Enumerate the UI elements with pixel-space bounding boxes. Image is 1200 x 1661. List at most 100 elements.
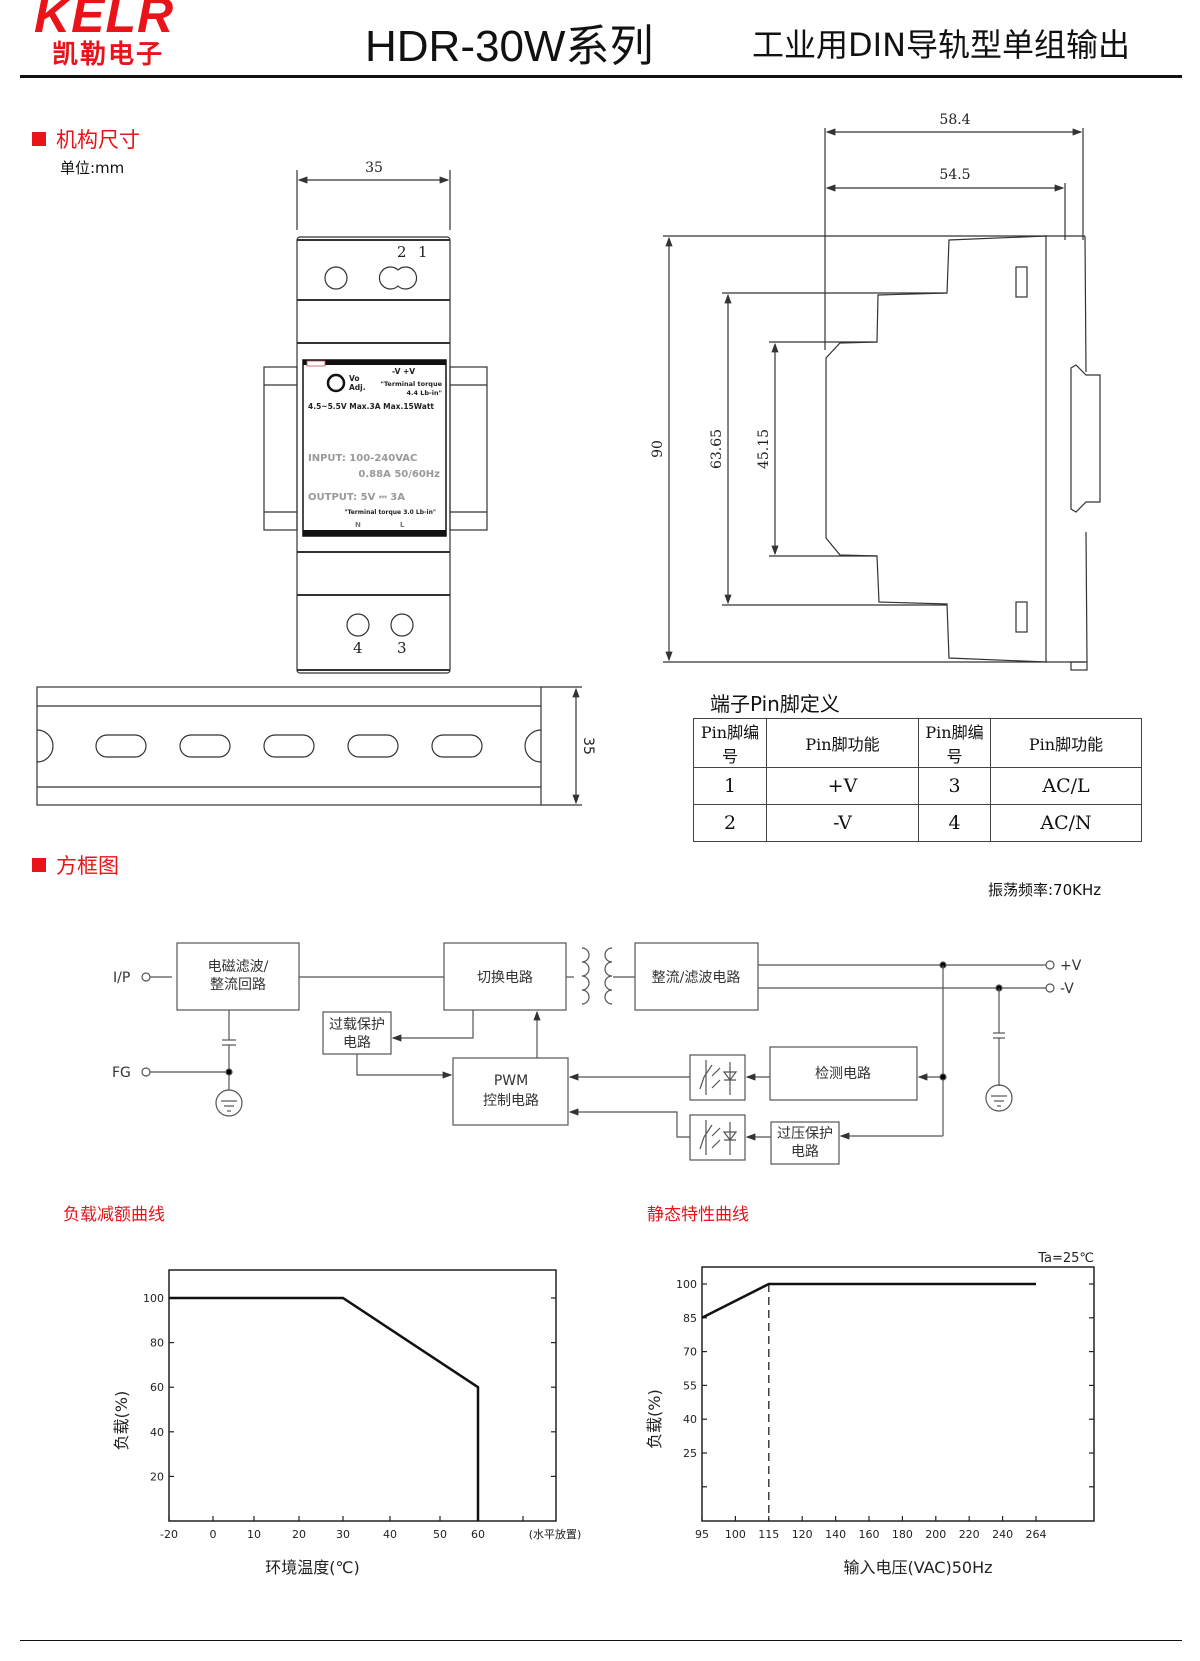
y-tick-label: 100 xyxy=(143,1292,164,1305)
x-axis-label: 环境温度(℃) xyxy=(265,1558,359,1577)
table-cell: +V xyxy=(766,767,919,805)
x-tick-label: 264 xyxy=(1026,1528,1047,1541)
header-divider xyxy=(20,75,1182,78)
logo-chinese: 凯勒电子 xyxy=(52,40,165,70)
static-line xyxy=(701,1282,1036,1319)
x-tick-label: 160 xyxy=(859,1528,880,1541)
section-block-diagram: 方框图 xyxy=(32,850,119,880)
block-label: 控制电路 xyxy=(483,1093,539,1109)
block-label: 过压保护 xyxy=(777,1126,833,1142)
nameplate-text: 0.88A 50/60Hz xyxy=(358,469,440,480)
vminus-label: -V xyxy=(1060,981,1074,997)
section-mechanical: 机构尺寸 xyxy=(32,124,140,154)
derating-chart-title: 负载减额曲线 xyxy=(63,1205,165,1225)
terminal-screw xyxy=(390,613,414,637)
terminal-screw-double xyxy=(378,266,418,290)
nameplate-text: -V +V xyxy=(392,367,415,376)
y-tick-label: 25 xyxy=(683,1447,697,1460)
transformer-primary-icon xyxy=(581,947,590,1005)
derating-line xyxy=(169,1296,480,1521)
optocoupler-icon xyxy=(689,1054,746,1101)
table-header: Pin脚功能 xyxy=(990,718,1142,768)
x-tick-label: 0 xyxy=(210,1528,217,1541)
nameplate-text: Vo xyxy=(349,374,360,383)
table-cell: AC/L xyxy=(990,767,1142,805)
y-tick-label: 85 xyxy=(683,1312,697,1325)
nameplate-text: 4.5~5.5V Max.3A Max.15Watt xyxy=(308,402,434,411)
dim-depth-total: 58.4 xyxy=(939,112,970,128)
block-label: 整流回路 xyxy=(210,977,266,993)
terminal-label: 4 xyxy=(353,639,363,657)
nameplate-text: OUTPUT: 5V ⎓ 3A xyxy=(308,492,405,503)
x-tick-label: 100 xyxy=(725,1528,746,1541)
optocoupler-icon xyxy=(689,1114,746,1161)
din-rail: 35 xyxy=(36,686,596,806)
page-title: HDR-30W系列 xyxy=(365,22,654,71)
block-label: 电磁滤波/ xyxy=(208,959,269,975)
y-tick-label: 20 xyxy=(150,1470,164,1483)
x-tick-label: 10 xyxy=(247,1528,261,1541)
table-cell: 2 xyxy=(693,804,767,842)
x-tick-label: 60 xyxy=(471,1528,485,1541)
x-tick-label: 200 xyxy=(925,1528,946,1541)
dim-height-mid: 63.65 xyxy=(709,429,725,469)
y-tick-label: 40 xyxy=(150,1426,164,1439)
table-cell: -V xyxy=(766,804,919,842)
x-tick-label: 50 xyxy=(433,1528,447,1541)
y-tick-label: 55 xyxy=(683,1379,697,1392)
x-tick-label: 240 xyxy=(992,1528,1013,1541)
block-label: 电路 xyxy=(791,1144,819,1160)
terminal-screw xyxy=(346,613,370,637)
x-tick-label: 115 xyxy=(758,1528,779,1541)
x-tick-label: -20 xyxy=(160,1528,178,1541)
y-tick-label: 80 xyxy=(150,1337,164,1350)
vplus-label: +V xyxy=(1060,958,1082,974)
nameplate-text: Adj. xyxy=(349,383,366,392)
x-tick-label: 180 xyxy=(892,1528,913,1541)
static-chart-title: 静态特性曲线 xyxy=(647,1205,749,1225)
page-subtitle: 工业用DIN导轨型单组输出 xyxy=(752,26,1131,64)
x-tick-label: 20 xyxy=(292,1528,306,1541)
table-header: Pin脚编号 xyxy=(918,718,991,768)
terminal-label: 2 xyxy=(397,243,407,261)
y-tick-label: 40 xyxy=(683,1413,697,1426)
plot-frame xyxy=(701,1266,1095,1522)
side-view: 58.4 54.5 90 63.65 45.15 xyxy=(650,112,1101,671)
y-tick-label: 100 xyxy=(676,1278,697,1291)
x-tick-label: 220 xyxy=(959,1528,980,1541)
nameplate-text: 4.4 Lb-in" xyxy=(406,389,442,397)
transformer-secondary-icon xyxy=(604,947,613,1005)
pwm-control-block xyxy=(452,1057,569,1126)
ground-icon xyxy=(985,1084,1013,1112)
bullet-square-icon xyxy=(32,858,46,872)
rectifier-block xyxy=(634,942,759,1011)
footer-divider xyxy=(20,1640,1182,1641)
block-label: 过载保护 xyxy=(329,1017,385,1033)
table-cell: 3 xyxy=(918,767,991,805)
nameplate-text: INPUT: 100-240VAC xyxy=(308,453,417,464)
nameplate-text: N xyxy=(355,521,361,529)
section-title: 机构尺寸 xyxy=(56,128,140,152)
pin-table: Pin脚编号 Pin脚功能 Pin脚编号 Pin脚功能 1 +V 3 AC/L … xyxy=(693,718,1142,842)
block-label: 检测电路 xyxy=(815,1066,871,1082)
dim-height-total: 90 xyxy=(650,440,666,458)
x-tick-label: 95 xyxy=(695,1528,709,1541)
x-tick-label: 40 xyxy=(383,1528,397,1541)
block-label: 电路 xyxy=(343,1035,371,1051)
block-label: PWM xyxy=(494,1073,528,1089)
block-label: 整流/滤波电路 xyxy=(652,970,741,986)
fg-label: FG xyxy=(112,1065,131,1081)
nameplate-text: "Terminal torque 3.0 Lb-in" xyxy=(344,509,436,516)
block-diagram: I/P FG +V -V 电磁滤波/ 整流回路 切换电路 整流/滤波电路 过载保… xyxy=(112,942,1082,1165)
y-axis-label: 负载(%) xyxy=(112,1391,131,1451)
pin-table-title: 端子Pin脚定义 xyxy=(710,692,840,716)
table-cell: 1 xyxy=(693,767,767,805)
y-tick-label: 60 xyxy=(150,1381,164,1394)
table-row: 1 +V 3 AC/L xyxy=(693,767,1142,805)
terminal-label: 3 xyxy=(397,639,407,657)
oscillation-frequency: 振荡频率:70KHz xyxy=(988,881,1102,899)
x-axis-label: 输入电压(VAC)50Hz xyxy=(843,1558,992,1577)
front-view: 35 2 1 4 3 Vo Adj. -V +V "Terminal torqu… xyxy=(263,160,488,674)
